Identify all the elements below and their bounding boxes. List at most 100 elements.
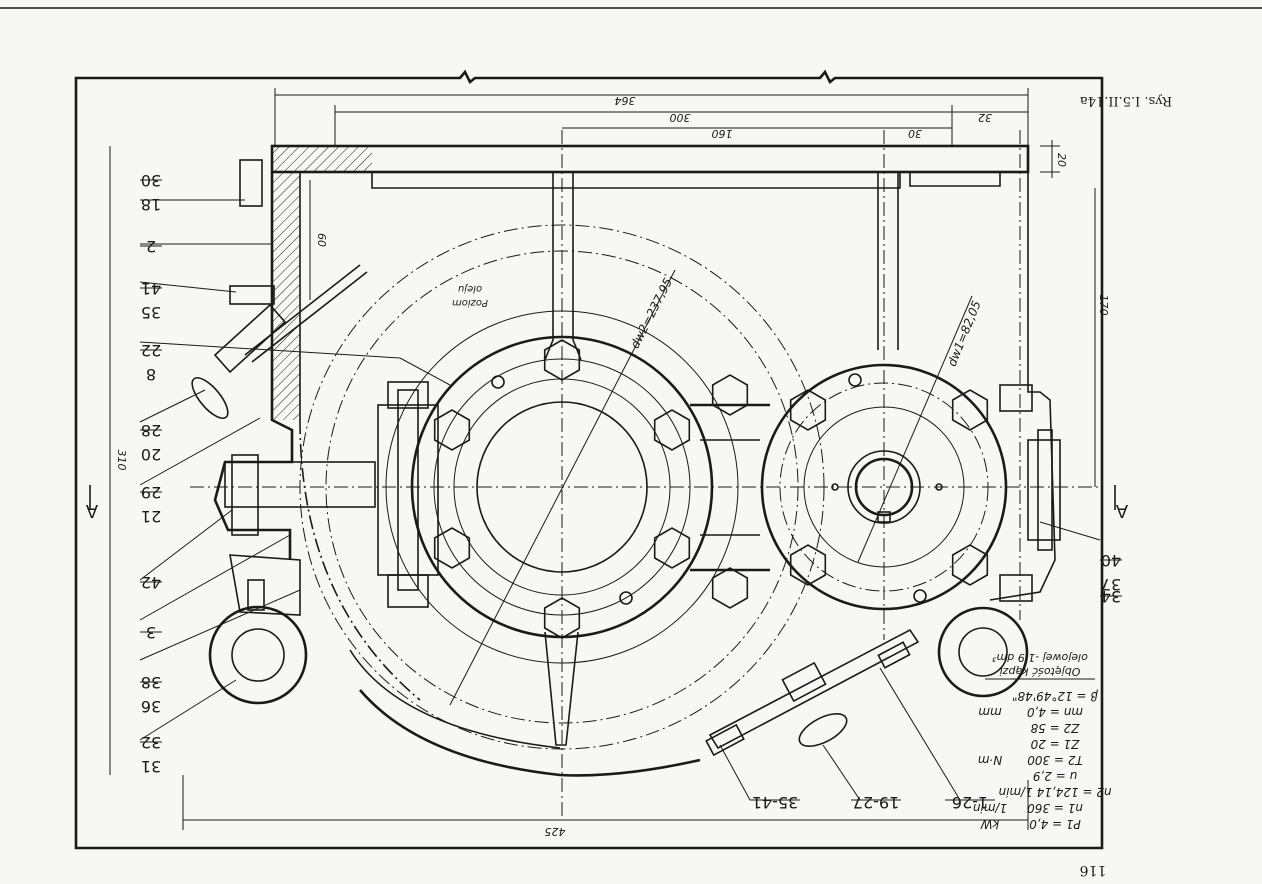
- part-label-top: 2: [146, 237, 156, 256]
- part-label-bottom: 36: [141, 697, 161, 716]
- part-label-top: 42: [141, 573, 161, 592]
- part-label-top: 28: [141, 421, 161, 440]
- spec-row-1: P1 = 4,0 kW: [979, 817, 1080, 831]
- dim-160: 160: [712, 127, 733, 140]
- bolt-head-9: [951, 389, 989, 431]
- bolt-head-5: [653, 409, 691, 451]
- part-label-bottom-1: 35-41: [750, 793, 800, 812]
- part-label-top: 32: [141, 733, 161, 752]
- section-mark-left: A: [85, 500, 98, 521]
- inspection-cover: [705, 628, 920, 757]
- spec-table: P1 = 4,0 kW n1 = 360 1/min n2 = 124,14 1/min…: [973, 651, 1112, 831]
- section-mark-right: A: [1115, 500, 1128, 521]
- part-label-top: 3: [146, 623, 156, 642]
- pitch-diameter-leaders: [449, 269, 973, 706]
- dim-300: 300: [670, 111, 691, 124]
- part-label-bottom: 31: [141, 757, 161, 776]
- drawing-frame: [0, 7, 1262, 850]
- spec-symbol: mn = 4,0: [1027, 705, 1083, 719]
- spec-row-7: Z2 = 58: [1030, 721, 1080, 735]
- part-label-left-2: 2: [140, 237, 162, 256]
- part-label-top: 34: [1101, 587, 1121, 606]
- bolt-head-3: [433, 409, 471, 451]
- figure-caption: Rys. I.5.II.14a 116 A A: [85, 93, 1172, 878]
- part-label-bottom-2: 19-27: [851, 793, 901, 812]
- dim-32: 32: [978, 111, 992, 124]
- spec-row-9: β = 12°49'48": [1012, 689, 1099, 703]
- part-label-top: 40: [1101, 551, 1121, 570]
- part-label-left-7: 42: [140, 573, 162, 592]
- spec-symbol: n2 = 124,14 1/min: [998, 785, 1111, 799]
- dim-310: 310: [115, 450, 128, 471]
- spec-unit: 1/min: [973, 801, 1007, 815]
- dim-dw2: dw2=237,95: [628, 276, 675, 351]
- spec-row-8: mn = 4,0 mm: [978, 705, 1083, 719]
- bolt-head-2: [543, 597, 581, 639]
- part-label-right-2: 34: [1100, 587, 1122, 606]
- part-label-top: 22: [141, 341, 161, 360]
- bolt-heads: [433, 339, 989, 639]
- housing-body: [213, 172, 1056, 777]
- dim-364: 364: [615, 94, 636, 107]
- dim-425: 425: [545, 825, 566, 838]
- part-label-bottom: 20: [141, 445, 161, 464]
- oil-level-label-1: Poziom: [452, 297, 488, 308]
- part-label-bottom: 35: [141, 303, 161, 322]
- part-label-top: 29: [141, 483, 161, 502]
- spec-row-3: n2 = 124,14 1/min: [998, 785, 1111, 799]
- center-lines: [190, 130, 1100, 820]
- part-label-bottom: 8: [146, 365, 156, 384]
- housing-bridge: [690, 403, 770, 572]
- part-leaders: [139, 199, 1101, 801]
- bolt-head-12: [711, 567, 749, 609]
- lifting-eyes: [208, 554, 1029, 705]
- section-markers: [89, 485, 1116, 510]
- spec-row-5: T2 = 300 N·m: [978, 753, 1083, 767]
- bolt-head-10: [951, 544, 989, 586]
- bolt-head-1: [543, 339, 581, 381]
- part-label-text: 1-26: [952, 793, 988, 812]
- dim-170: 170: [1097, 295, 1110, 316]
- part-label-bottom: 21: [141, 507, 161, 526]
- oil-volume-line-1: Objętość kąpzi: [1000, 665, 1081, 678]
- spec-row-2: n1 = 360 1/min: [973, 801, 1083, 815]
- part-label-left-4: 228: [140, 341, 162, 384]
- dim-dw1: dw1=82,05: [945, 299, 984, 369]
- spec-unit: N·m: [978, 753, 1002, 767]
- spec-symbol: Z2 = 58: [1030, 721, 1080, 735]
- bolt-head-7: [789, 389, 827, 431]
- bolt-head-8: [789, 544, 827, 586]
- part-label-text: 19-27: [853, 793, 900, 812]
- housing-top-flange: [270, 144, 1030, 189]
- oil-dipstick: [191, 159, 368, 420]
- bolt-head-4: [433, 527, 471, 569]
- part-labels-bottom: 35-41 19-27 1-26: [750, 793, 995, 812]
- page-number: 116: [1080, 862, 1107, 878]
- pin-holes: [491, 373, 943, 605]
- bolt-head-6: [653, 527, 691, 569]
- part-label-left-8: 3: [140, 623, 162, 642]
- dim-20: 20: [1055, 153, 1068, 167]
- dim-60: 60: [315, 233, 328, 247]
- spec-row-4: u = 2,9: [1033, 769, 1077, 783]
- spec-symbol: Z1 = 20: [1030, 737, 1080, 751]
- spec-symbol: P1 = 4,0: [1029, 817, 1081, 831]
- part-label-top: 41: [141, 279, 161, 298]
- dimension-lines: [109, 88, 1096, 830]
- spec-unit: mm: [978, 705, 1001, 719]
- spec-unit: kW: [979, 817, 999, 831]
- right-bolt-section: [999, 384, 1061, 602]
- oil-volume-line-2: olejowej -1,9 dm³: [992, 651, 1088, 664]
- spec-symbol: n1 = 360: [1027, 801, 1083, 815]
- part-label-bottom: 18: [141, 195, 161, 214]
- dim-30: 30: [908, 127, 922, 140]
- spec-symbol: u = 2,9: [1033, 769, 1077, 783]
- spec-symbol: T2 = 300: [1027, 753, 1083, 767]
